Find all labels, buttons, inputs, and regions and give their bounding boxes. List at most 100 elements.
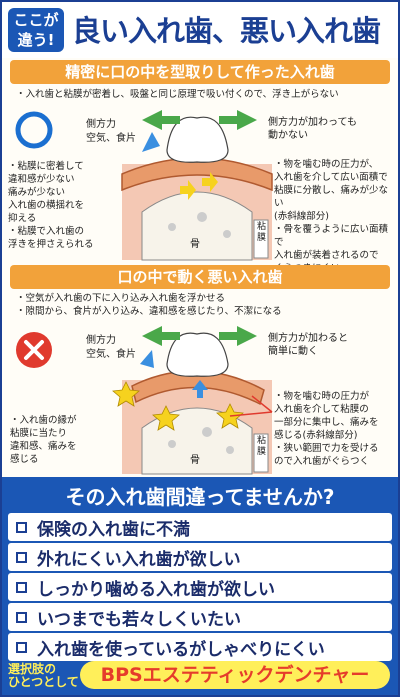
pain-star-icon xyxy=(152,405,180,431)
bad-label-bone: 骨 xyxy=(190,455,200,466)
checkbox[interactable] xyxy=(16,641,27,653)
pointer-line xyxy=(251,395,273,413)
good-left-note: 痛みが少ない xyxy=(8,187,66,198)
bad-label-right: 側方力が加わると 簡単に動く xyxy=(268,332,348,358)
bad-intro-line: ・空気が入れ歯の下に入り込み入れ歯を浮かせる xyxy=(16,293,226,304)
bad-intro-line: ・隙間から、食片が入り込み、違和感を感じたり、不潔になる xyxy=(16,306,282,317)
checklist-item-label: しっかり噛める入れ歯が欲しい xyxy=(37,579,275,600)
checklist-item[interactable]: 保険の入れ歯に不満 xyxy=(8,513,392,541)
checkbox[interactable] xyxy=(16,521,27,533)
checklist-item-label: 保険の入れ歯に不満 xyxy=(37,519,190,540)
good-right-note: 入れ歯が装着されるので xyxy=(274,250,379,261)
x-mark xyxy=(24,340,44,360)
good-left-note: ・粘膜で入れ歯の xyxy=(8,226,85,237)
side-force-left-arrow-icon xyxy=(142,110,180,130)
checklist-question: その入れ歯間違ってませんか? xyxy=(65,485,335,509)
good-left-note: 違和感が少ない xyxy=(8,174,75,185)
bone-pore xyxy=(168,440,176,448)
good-left-notes: ・粘膜に密着して 違和感が少ない 痛みが少ない 入れ歯の横揺れを 抑える ・粘膜… xyxy=(8,160,120,251)
checkbox[interactable] xyxy=(16,581,27,593)
bone xyxy=(141,191,253,261)
good-label-right-line: 側方力が加わっても xyxy=(268,117,357,128)
pointer-line xyxy=(229,411,273,417)
bad-left-note: ・入れ歯の縁が xyxy=(10,415,77,426)
main-title: 良い入れ歯、悪い入れ歯 xyxy=(72,14,381,48)
good-left-note: 浮きを押さえられる xyxy=(8,239,94,250)
side-force-left-arrow-icon xyxy=(142,326,180,346)
bone-pore xyxy=(223,230,231,238)
bad-label-food: 空気、食片 xyxy=(86,349,136,360)
bone-pore xyxy=(226,446,234,454)
bad-left-note: 粘膜に当たり xyxy=(10,428,68,439)
checkbox[interactable] xyxy=(16,611,27,623)
bad-label-right-line: 側方力が加わると xyxy=(268,333,348,344)
bad-right-note: ので入れ歯がぐらつく xyxy=(274,456,370,467)
good-intro: ・入れ歯と粘膜が密着し、吸盤と同じ原理で吸い付くので、浮き上がらない xyxy=(16,89,339,100)
bad-right-note: 一部分に集中し、痛みを xyxy=(274,417,379,428)
good-label-food: 空気、食片 xyxy=(86,133,136,144)
product-name: BPSエステティックデンチャー xyxy=(80,661,390,689)
bad-right-notes: ・物を噛む時の圧力が 入れ歯を介して粘膜の 一部分に集中し、痛みを 感じる(赤斜… xyxy=(274,390,396,468)
air-arrow-icon xyxy=(140,350,154,368)
header: ここが 違う! 良い入れ歯、悪い入れ歯 xyxy=(2,2,398,58)
bad-label-right-line: 簡単に動く xyxy=(268,346,318,357)
checklist-item[interactable]: しっかり噛める入れ歯が欲しい xyxy=(8,573,392,601)
bad-right-note: 感じる(赤斜線部分) xyxy=(274,430,358,441)
good-right-note: ・物を噛む時の圧力が、 xyxy=(274,159,379,170)
good-label-force: 側方力 xyxy=(86,119,116,130)
denture-base xyxy=(121,157,273,192)
side-force-right-arrow-icon xyxy=(219,110,257,130)
bone-pore xyxy=(168,223,176,231)
pressure-arrow-icon xyxy=(180,180,196,200)
badge-line: 違う! xyxy=(17,31,55,49)
checklist-item[interactable]: 外れにくい入れ歯が欲しい xyxy=(8,543,392,571)
bad-right-note: 入れ歯を介して粘膜の xyxy=(274,404,369,415)
footer-prefix-line: 選択肢の xyxy=(8,662,57,676)
checklist-item-label: 外れにくい入れ歯が欲しい xyxy=(37,549,241,570)
footer-prefix: 選択肢の ひとつとして xyxy=(8,663,79,689)
good-right-note: 粘膜に分散し、痛みが少ない xyxy=(274,185,389,209)
circle-ok-icon xyxy=(15,111,53,149)
bone-pore xyxy=(202,427,212,437)
tooth xyxy=(166,332,229,377)
tooth xyxy=(166,116,229,163)
badge-line: ここが xyxy=(13,11,59,29)
good-right-note: 入れ歯を介して広い面積で xyxy=(274,172,388,183)
good-left-note: 抑える xyxy=(8,213,37,224)
good-right-note: ・骨を覆うように広い面積で xyxy=(274,224,389,248)
good-label-gum: 粘膜 xyxy=(257,222,267,243)
footer-prefix-line: ひとつとして xyxy=(8,675,79,689)
good-left-note: ・粘膜に密着して xyxy=(8,161,84,172)
bad-label-gum: 粘膜 xyxy=(257,436,267,457)
checklist: 保険の入れ歯に不満 外れにくい入れ歯が欲しい しっかり噛める入れ歯が欲しい いつ… xyxy=(8,513,392,663)
bad-diagram: 側方力 空気、食片 側方力が加わると 簡単に動く ・入れ歯の縁が 粘膜に当たり … xyxy=(2,320,398,476)
gum-label-box xyxy=(253,219,269,259)
bad-left-notes: ・入れ歯の縁が 粘膜に当たり 違和感、痛みを 感じる xyxy=(10,414,120,466)
checklist-item[interactable]: いつまでも若々しくいたい xyxy=(8,603,392,631)
side-force-right-arrow-icon xyxy=(219,326,257,346)
bad-intro: ・空気が入れ歯の下に入り込み入れ歯を浮かせる ・隙間から、食片が入り込み、違和感… xyxy=(16,292,396,318)
good-diagram: 側方力 空気、食片 側方力が加わっても 動かない ・粘膜に密着して 違和感が少な… xyxy=(2,102,398,274)
checklist-item[interactable]: 入れ歯を使っているがしゃべりにくい xyxy=(8,633,392,661)
good-left-note: 入れ歯の横揺れを xyxy=(8,200,85,211)
good-diagram-svg xyxy=(15,110,273,261)
bad-left-note: 違和感、痛みを xyxy=(10,441,77,452)
gum-label-box xyxy=(253,433,269,473)
lift-arrow-icon xyxy=(192,380,208,398)
bad-label-force: 側方力 xyxy=(86,335,116,346)
good-label-right: 側方力が加わっても 動かない xyxy=(268,116,357,142)
bad-left-note: 感じる xyxy=(10,454,39,465)
bone-pore xyxy=(197,212,207,222)
pain-star-icon xyxy=(112,381,140,407)
checklist-banner: その入れ歯間違ってませんか? 保険の入れ歯に不満 外れにくい入れ歯が欲しい しっ… xyxy=(2,477,398,695)
bad-right-note: ・狭い範囲で力を受ける xyxy=(274,443,379,454)
pressure-arrow-icon xyxy=(202,172,218,192)
good-heading: 精密に口の中を型取りして作った入れ歯 xyxy=(10,60,390,84)
good-right-note: (赤斜線部分) xyxy=(274,211,329,222)
checklist-item-label: いつまでも若々しくいたい xyxy=(37,609,241,630)
bad-right-note: ・物を噛む時の圧力が xyxy=(274,391,370,402)
checkbox[interactable] xyxy=(16,551,27,563)
good-label-bone: 骨 xyxy=(190,239,200,250)
badge: ここが 違う! xyxy=(8,8,64,52)
